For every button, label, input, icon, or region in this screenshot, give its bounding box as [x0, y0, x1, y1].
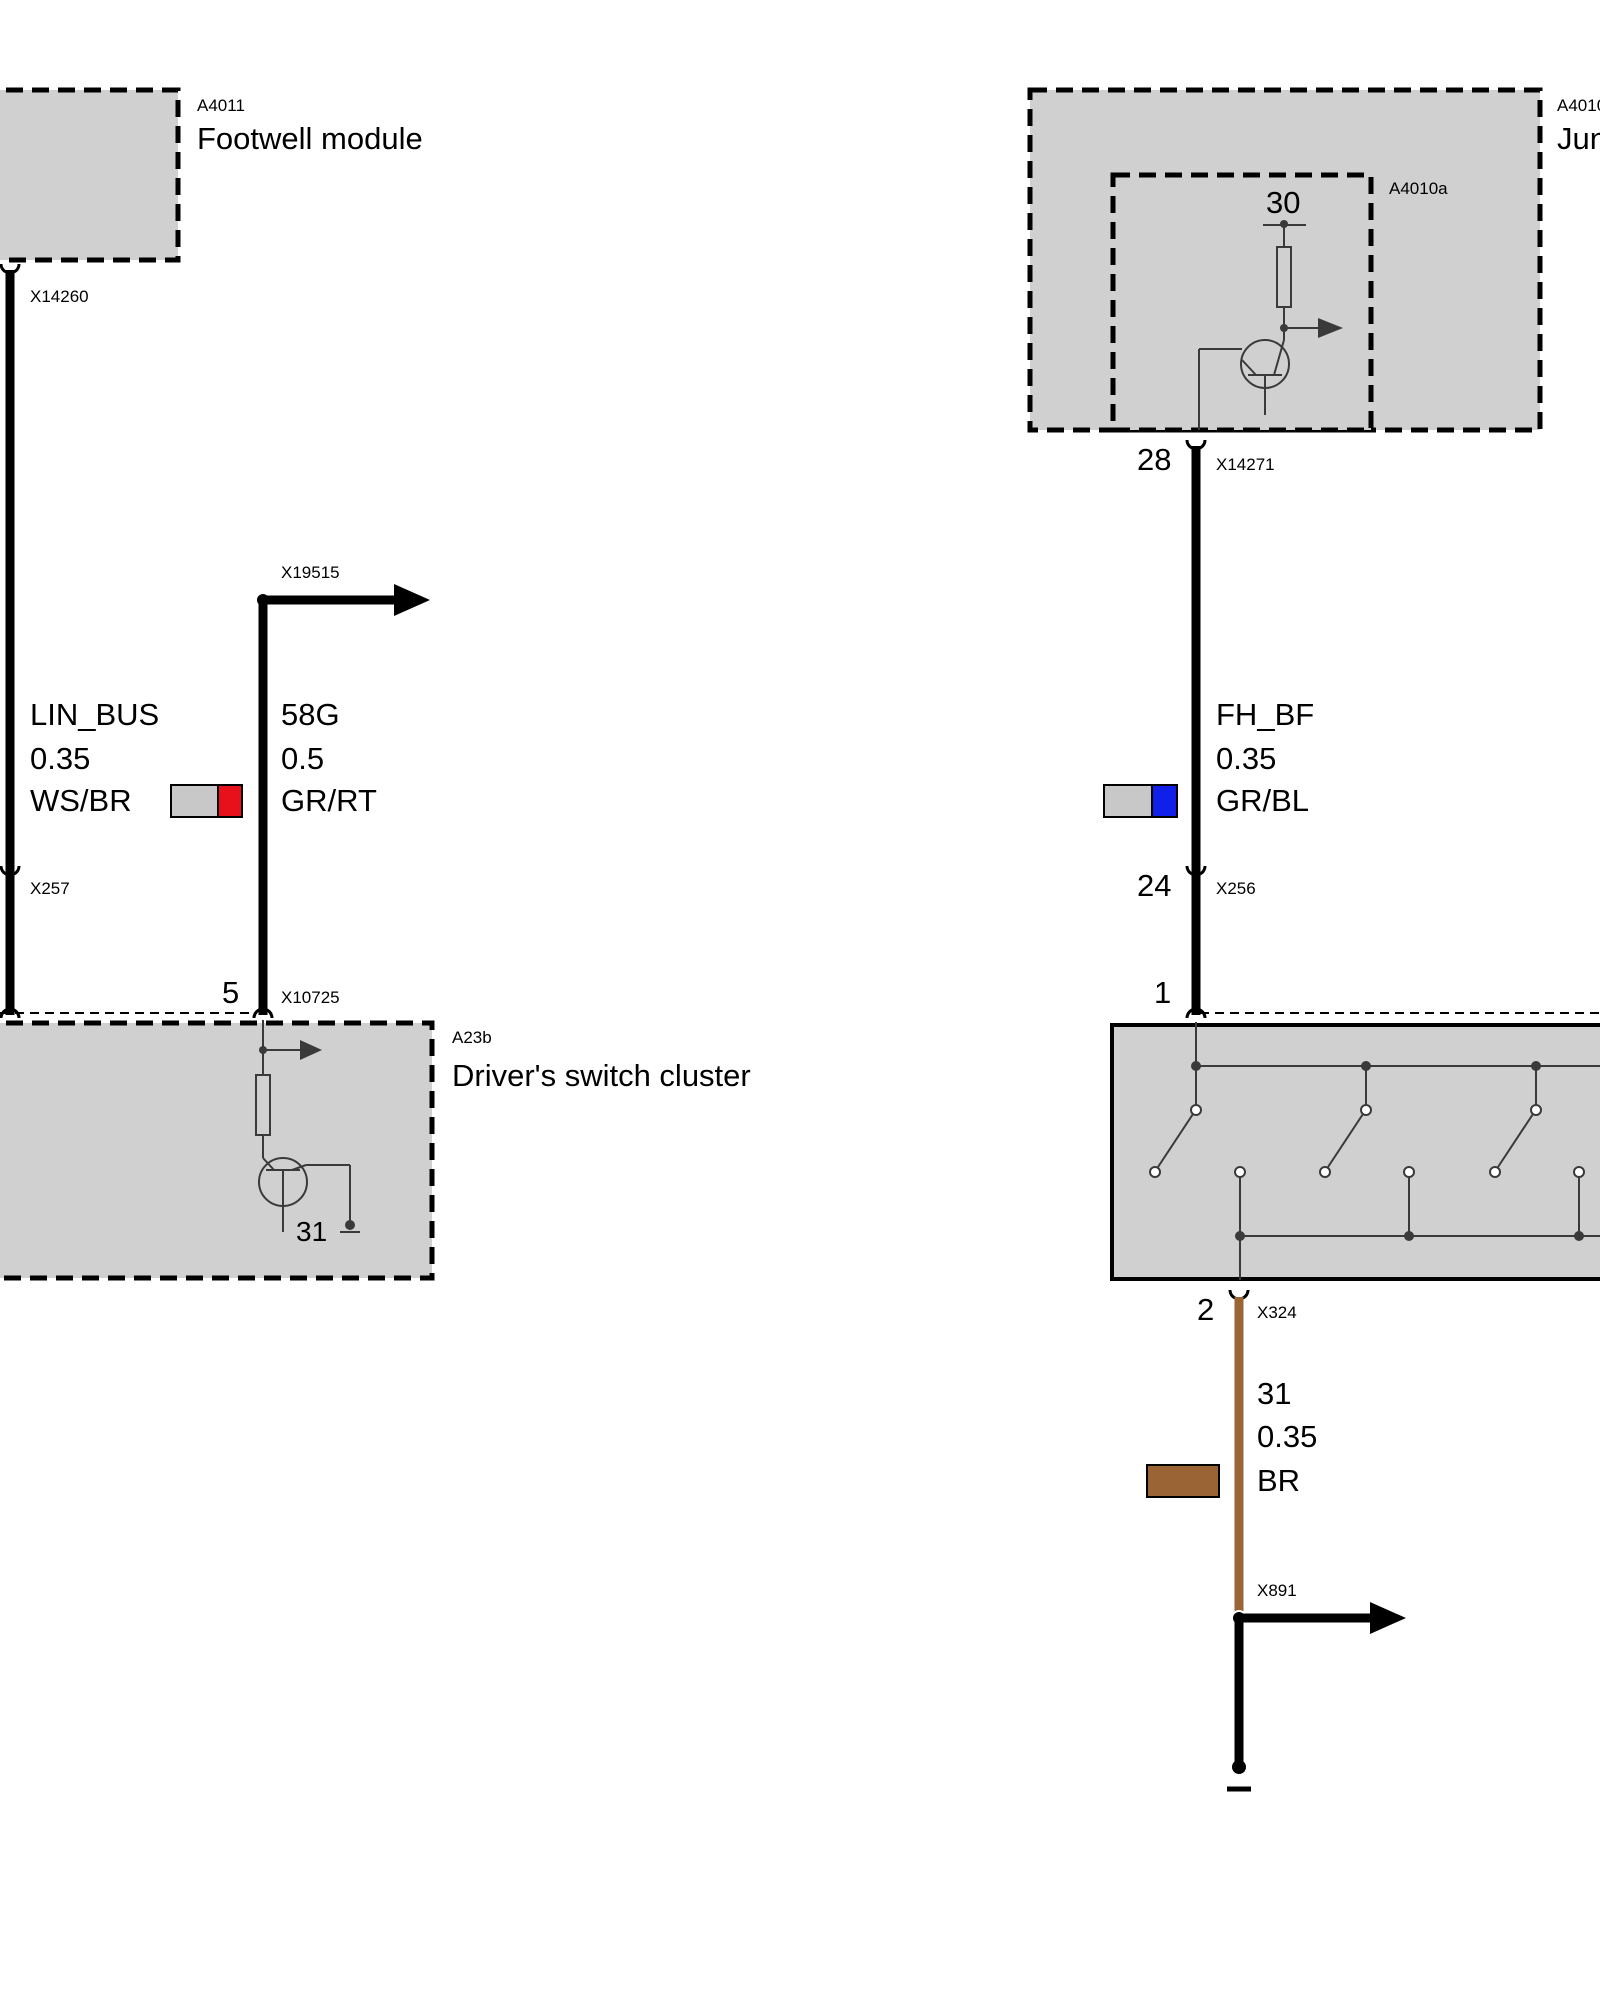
switch-block-input-symbol — [1185, 1007, 1207, 1019]
driver-switch-cluster-name: Driver's switch cluster — [452, 1058, 751, 1093]
connector-x10725-label: X10725 — [281, 988, 340, 1007]
footwell-module-id: A4011 — [197, 96, 245, 115]
fh-bf-signal: FH_BF — [1216, 697, 1314, 732]
switch-block-contacts — [1149, 1022, 1600, 1280]
connector-x324-label: X324 — [1257, 1303, 1297, 1322]
footwell-module-name: Footwell module — [197, 121, 423, 156]
connector-x891-label: X891 — [1257, 1581, 1297, 1600]
switch-cluster-terminal-31: 31 — [296, 1216, 327, 1247]
lin-bus-color-swatch — [170, 784, 243, 818]
lin-bus-signal: LIN_BUS — [30, 697, 159, 732]
connector-x256-symbol — [1185, 865, 1207, 877]
x891-continuation-arrow — [1370, 1602, 1406, 1634]
swatch-secondary — [1151, 784, 1178, 818]
fh-bf-color-swatch — [1103, 784, 1178, 818]
lin-bus-gauge: 0.35 — [30, 741, 90, 776]
58g-color-code: GR/RT — [281, 783, 377, 818]
ground-signal: 31 — [1257, 1376, 1291, 1411]
fh-bf-gauge: 0.35 — [1216, 741, 1276, 776]
junction-terminal-30: 30 — [1266, 185, 1300, 220]
connector-x19515-label: X19515 — [281, 563, 340, 582]
driver-switch-cluster-id: A23b — [452, 1028, 492, 1047]
ground-gauge: 0.35 — [1257, 1419, 1317, 1454]
lin-bus-color-code: WS/BR — [30, 783, 132, 818]
ground-dot — [345, 1220, 355, 1230]
58g-gauge: 0.5 — [281, 741, 324, 776]
pin-x256: 24 — [1137, 868, 1171, 903]
connector-x10725-symbol — [252, 1007, 274, 1019]
ground-color-code: BR — [1257, 1463, 1300, 1498]
58g-continuation-arrow — [394, 584, 430, 616]
connector-x14271-label: X14271 — [1216, 455, 1275, 474]
connector-x257-lower-symbol — [0, 1007, 21, 1019]
switch-cluster-transistor-circuit — [255, 1020, 360, 1233]
pin-x14271: 28 — [1137, 442, 1171, 477]
pin-x10725: 5 — [222, 975, 239, 1010]
swatch-primary — [1103, 784, 1153, 818]
pin-x324: 2 — [1197, 1292, 1214, 1327]
swatch-secondary — [217, 784, 243, 818]
junction-box-id: A4010 — [1557, 96, 1600, 115]
connector-x257-symbol — [0, 865, 21, 877]
switch-block-box — [1110, 1023, 1600, 1281]
junction-box-inner-id: A4010a — [1389, 179, 1448, 198]
ground-terminal-dot — [1232, 1760, 1246, 1774]
driver-switch-cluster-box — [0, 1020, 435, 1281]
connector-x14260-label: X14260 — [30, 287, 89, 306]
output-arrow-icon — [1318, 318, 1343, 338]
fh-bf-color-code: GR/BL — [1216, 783, 1309, 818]
ground-color-swatch — [1146, 1464, 1220, 1498]
connector-x257-label: X257 — [30, 879, 70, 898]
junction-box-inner-box — [1110, 172, 1374, 433]
junction-box-name: Junction box electronics — [1557, 121, 1600, 156]
output-arrow-icon — [300, 1040, 322, 1060]
connector-x256-label: X256 — [1216, 879, 1256, 898]
swatch-primary — [170, 784, 219, 818]
footwell-module-box — [0, 87, 181, 263]
58g-signal: 58G — [281, 697, 340, 732]
junction-transistor-circuit — [1198, 220, 1343, 430]
pin-switch-in: 1 — [1154, 975, 1171, 1010]
